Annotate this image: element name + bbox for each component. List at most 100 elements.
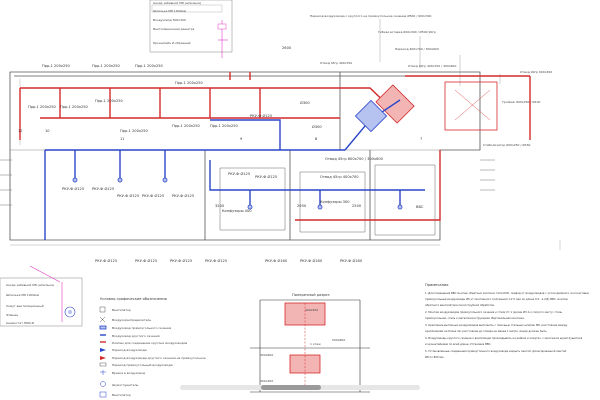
exhaust-branch-lower [209,160,425,191]
duct-label: Прр-1 200х250 [120,129,149,133]
anemostat-core-icon [68,310,72,314]
mid-label: ВВС [416,205,424,209]
label-stabilizer: Стабилизатор 600х250 / Ø160 [483,142,531,147]
room-dim: 2600 [282,46,292,50]
rku-bottom-label: РКУ-Ф Ø125 [95,258,117,263]
section-label: 1 этаж [310,342,321,346]
notes-line: 3. Крепление вытяжных воздуховодов выпол… [425,323,568,327]
supply-inlet [229,72,251,80]
rect-transition-icon [99,362,107,367]
legend-row-6: Переход воздуховода круглого сечения на … [112,356,206,360]
legend-row-0: Вентилятор [112,308,131,312]
horizontal-scrollbar[interactable] [180,385,420,390]
duct-label: Прр-1 200х250 [42,64,71,68]
legend-row-2: Воздуховод прямоугольного сечения [112,326,171,330]
rku-label: РКУ-Ф Ø125 [228,171,250,176]
top-legend-row-0: Анкер забивной М8 (шпилька) [153,1,201,5]
left-legend-row-0: Анкер забивной М8 (шпилька) [6,283,54,287]
left-legend-row-4: Анемостат ПКИ-Ф [6,321,35,325]
left-legend-row-3: Фланец [6,313,18,317]
notes-title: Примечания [425,283,448,287]
diffuser-icon [117,177,123,183]
rku-bottom-label: РКУ-Ф Ø125 [205,258,227,263]
annotation-leaders [379,19,501,86]
label-elbow: Отвод 90гр 600х300 [520,70,552,74]
left-legend-row-2: Хомут вентиляционный [6,304,44,308]
legend-title: Условно-графические обозначения [100,297,167,301]
stairs-left [0,159,12,206]
top-legend-duct-icon [217,23,227,30]
room-dim: 2500 [352,204,362,208]
top-annotations: Переход воздуховода с круглого на прямоу… [310,13,552,147]
rku-bottom-label: РКУ-Ф Ø125 [135,258,157,263]
section-label: 500х800 [332,338,345,342]
notes-line: обратного вентилятора пескоструйной обра… [425,303,495,307]
room-number: 12 [18,129,23,133]
diffuser-icon [72,177,78,183]
top-legend-row-2: Воздуховод 500х300 [153,18,186,22]
top-legend-row-4: Кронштейн Z-образный [153,41,190,45]
duct-labels: Прр-1 200х250 Прр-1 200х250 Прр-1 200х25… [28,64,424,263]
notes-line: и кронштейнами по всей длине. Установка … [425,342,491,346]
left-legend: Анкер забивной М8 (шпилька) Шпилька М8 1… [0,265,83,327]
rku-label: РКУ-Ф Ø125 [250,113,272,118]
label-reduction1: Отвод 45гр 400х700 [320,61,352,65]
top-legend: Анкер забивной М8 (шпилька) Шпилька М8 1… [149,0,233,58]
mid-label: Отвод 45гр 400х700 [320,175,359,179]
duct-label: Прр-1 200х250 [28,105,57,109]
room-dim: 3200 [215,204,225,208]
notes-line: Ø8 по 800 мм. [425,354,444,359]
rku-label: РКУ-Ф Ø125 [172,193,194,198]
room-dim: 2950 [297,204,307,208]
mid-label: Отвод 45гр 600х700 / 300х600 [325,157,384,161]
left-legend-box [0,277,83,327]
exhaust-drops [74,150,401,205]
section-title: Поперечный разрез [292,293,330,297]
fan-icon [99,306,106,313]
legend-row-4: Клапан для соединения круглых воздуховод… [112,341,187,345]
stairs-right [480,159,495,191]
rku-bottom-label: РКУ-Ф Ø160 [265,258,288,263]
duct-label: Прр-1 200х250 [172,124,201,128]
section-label: 300х600 [260,353,273,357]
scrollbar-thumb[interactable] [261,385,321,390]
rku-bottom-label: РКУ-Ф Ø160 [300,258,323,263]
duct-label: Прр-1 200х250 [95,99,124,103]
diffuser-icon [99,316,106,323]
rku-label: РКУ-Ф Ø125 [92,186,114,191]
section-slabs [250,347,370,393]
exhaust-fitting [354,99,388,133]
mid-label: Конфузоры 300 [320,200,350,204]
outer-wall [9,71,481,241]
notes-line: прямоугольные воздуховоды Ø5 от монтажно… [425,296,569,301]
duct-label: Прр-1 200х250 [135,64,164,68]
diffuser-icon [162,177,168,183]
rku-label: РКУ-Ф Ø125 [117,193,139,198]
notes-line: 1. Для помещения ВВС монтаж обратных зас… [425,291,590,295]
room-number: 8 [315,137,318,141]
label-transition: Переход воздуховода с круглого на прямоу… [310,13,432,18]
transition-icon [100,348,106,352]
duct-label: Прр-1 200х250 [60,105,89,109]
diffuser-icon [247,204,253,210]
label-reduction2: Переход 400х700 / 300х600 [395,47,439,51]
legend-row-7: Переход прямоугольный воздуховода [112,363,173,367]
legend-row-3: Воздуховод круглого сечения [112,334,160,338]
room-number: 10 [45,129,50,133]
top-legend-row-3: Вентиляционная решетка [153,27,195,31]
legend-row-10: Вентилятор [112,393,131,397]
exhaust-ductwork [44,99,425,240]
legend-row-8: Врезка в воздуховод [112,371,145,375]
section-label: 300х300 [260,379,273,383]
mid-label: Ø300 [312,124,322,129]
notes-line: 5. Установленные соединения прямоугольно… [425,349,567,353]
rku-bottom-label: РКУ-Ф Ø160 [340,258,363,263]
notes: Примечания 1. Для помещения ВВС монтаж о… [425,283,590,359]
tap-icon [100,370,106,375]
rku-label: РКУ-Ф Ø125 [142,193,164,198]
left-legend-leader [29,265,61,283]
room-number: 11 [120,137,125,141]
label-connector: Гибкая вставка 600х300 / Ø500 90гр [378,29,436,34]
duct-label: Прр-1 200х250 [92,64,121,68]
